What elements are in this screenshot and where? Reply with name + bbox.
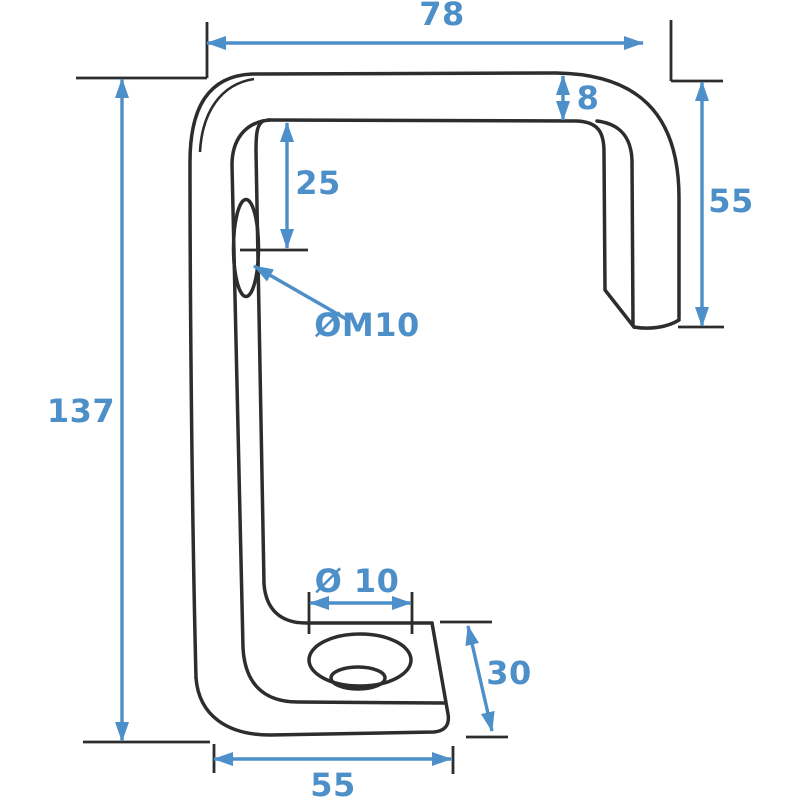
bracket-foot-outline	[194, 621, 451, 737]
thread-hole-m10	[231, 197, 261, 299]
dimension-total-height: 137	[47, 78, 129, 742]
bracket-outline	[188, 71, 681, 737]
dimension-foot-hole: Ø 10	[309, 562, 412, 610]
dimension-top-width: 78	[206, 0, 644, 50]
dim-label-top-thickness: 8	[577, 79, 600, 117]
dim-label-foot-depth: 30	[486, 654, 532, 692]
dim-label-right-side-height: 55	[708, 182, 754, 220]
bracket-right-leg-end-face	[632, 318, 681, 330]
dim-label-top-width: 78	[419, 0, 465, 33]
bracket-left-leg-back-inner-edge	[254, 119, 434, 625]
dim-label-thread-hole-offset: 25	[295, 164, 341, 202]
ext-foot-depth-ticks	[440, 620, 508, 739]
dimension-top-thickness: 8	[556, 75, 600, 121]
bracket-right-leg-back-edge	[595, 119, 635, 327]
foot-hole-top-opening	[307, 632, 413, 688]
dimension-thread-hole-offset: 25	[280, 122, 341, 249]
leader-line-thread-hole	[253, 264, 349, 322]
dim-line-foot-depth	[465, 625, 495, 732]
ext-top-left-shelf	[76, 22, 209, 80]
dim-label-total-height: 137	[47, 392, 115, 430]
dimension-thread-hole-callout: ØM10	[253, 264, 420, 344]
dim-label-foot-length: 55	[310, 766, 356, 800]
bracket-topleft-back-edge	[198, 77, 255, 153]
dimension-foot-depth: 30	[465, 625, 532, 732]
bracket-inner-contour-right	[266, 118, 636, 329]
bracket-left-leg-front-inner-edge	[230, 118, 446, 705]
dimension-foot-length: 55	[213, 752, 452, 800]
bracket-outer-contour	[188, 71, 681, 680]
dimension-right-side-height: 55	[695, 81, 754, 327]
dim-label-thread-hole: ØM10	[314, 306, 420, 344]
dim-label-foot-hole: Ø 10	[315, 562, 400, 600]
foot-hole-bottom-opening	[329, 665, 387, 691]
